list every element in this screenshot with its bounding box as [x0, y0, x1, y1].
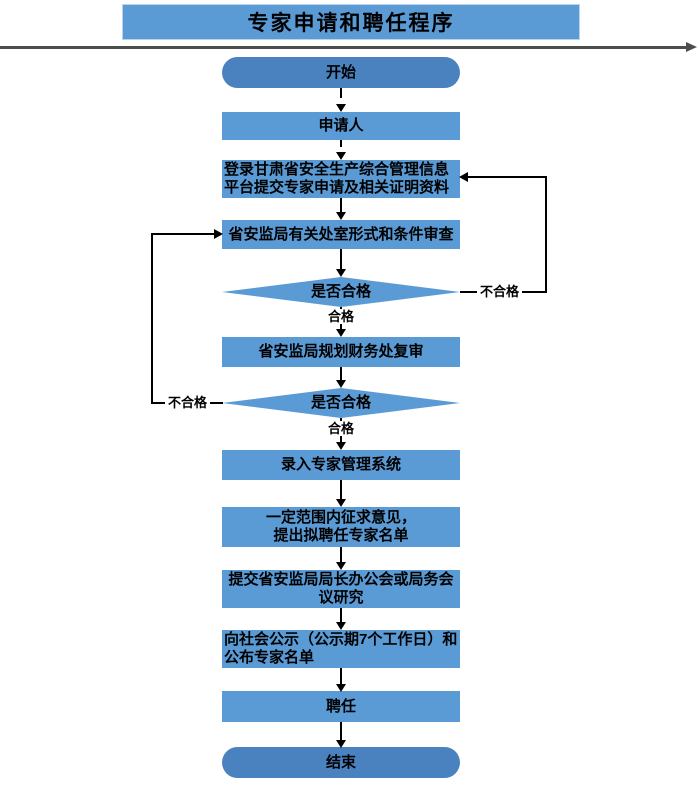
- node-bureau-meeting: 提交省安监局局长办公会或局务会 议研究: [222, 570, 460, 608]
- arrow-left-icon: [459, 172, 468, 182]
- label-fail-1: 不合格: [477, 284, 523, 299]
- edge-notice-appointment: [340, 668, 342, 685]
- page-title: 专家申请和聘任程序: [122, 4, 580, 40]
- node-applicant: 申请人: [222, 112, 460, 140]
- node-dept-review: 省安监局有关处室形式和条件审查: [222, 220, 460, 249]
- edge-enter-solicit: [340, 480, 342, 500]
- edge-dept-decision1: [340, 249, 342, 270]
- label-pass-2: 合格: [324, 421, 358, 436]
- rule-right-arrow-icon: [686, 42, 697, 52]
- arrow-down-icon: [336, 152, 346, 160]
- edge-solicit-meeting: [340, 547, 342, 563]
- arrow-down-icon: [336, 499, 346, 507]
- node-login-platform: 登录甘肃省安全生产综合管理信息 平台提交专家申请及相关证明资料: [222, 160, 460, 198]
- node-start: 开始: [222, 57, 460, 88]
- arrow-down-icon: [336, 442, 346, 450]
- node-finance-review: 省安监局规划财务处复审: [222, 337, 460, 367]
- decision-qualified-2: 是否合格: [222, 388, 460, 418]
- edge-start-applicant: [340, 88, 342, 98]
- arrow-right-icon: [214, 229, 223, 239]
- label-pass-1: 合格: [324, 309, 358, 324]
- arrow-down-icon: [336, 380, 346, 388]
- arrow-down-icon: [336, 622, 346, 630]
- title-underline-rule: [0, 46, 686, 49]
- arrow-down-icon: [336, 562, 346, 570]
- arrow-down-icon: [336, 684, 346, 692]
- arrow-down-icon: [336, 329, 346, 337]
- arrow-down-icon: [336, 212, 346, 220]
- node-public-notice: 向社会公示（公示期7个工作日）和 公布专家名单: [222, 630, 460, 668]
- node-end: 结束: [222, 747, 460, 778]
- arrow-down-icon: [336, 269, 346, 277]
- edge-login-dept: [340, 198, 342, 213]
- edge-meeting-notice: [340, 608, 342, 623]
- label-fail-2: 不合格: [165, 395, 211, 410]
- node-appointment: 聘任: [222, 691, 460, 722]
- arrow-down-icon: [336, 104, 346, 112]
- edge-fail2-vertical: [151, 233, 153, 404]
- edge-applicant-login: [340, 140, 342, 147]
- arrow-down-icon: [336, 740, 346, 748]
- edge-fail1-return: [468, 176, 547, 178]
- edge-fail1-vertical: [545, 176, 547, 293]
- edge-appointment-end: [340, 722, 342, 741]
- decision-qualified-1: 是否合格: [222, 277, 460, 307]
- edge-finance-decision2: [340, 367, 342, 381]
- node-enter-system: 录入专家管理系统: [222, 450, 460, 480]
- node-solicit-opinions: 一定范围内征求意见， 提出拟聘任专家名单: [222, 507, 460, 547]
- edge-fail2-return: [151, 233, 215, 235]
